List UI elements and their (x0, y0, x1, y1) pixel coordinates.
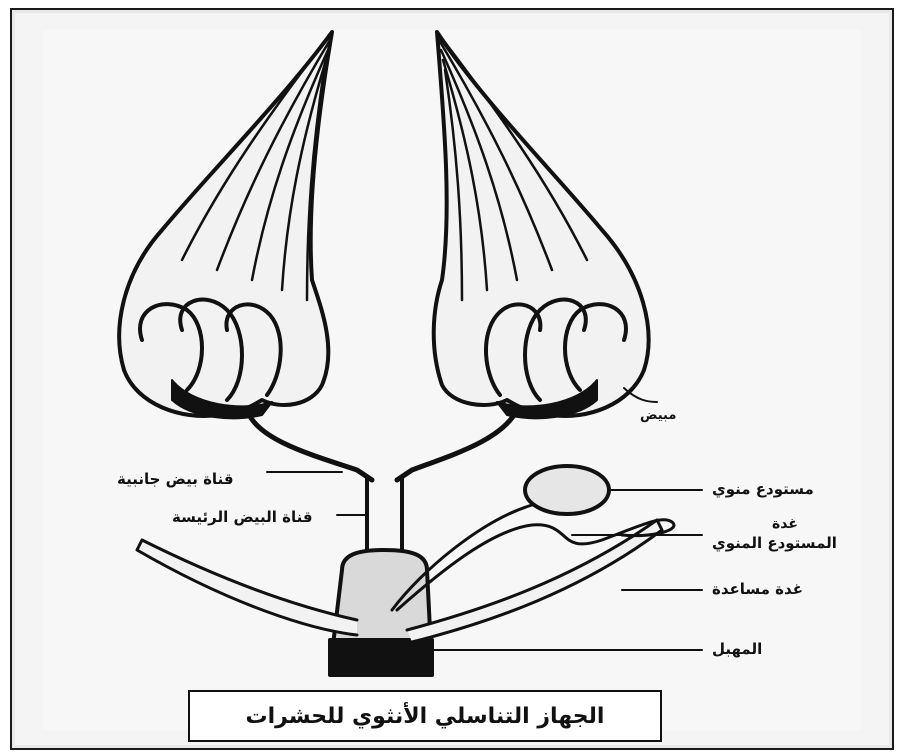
right-lateral-oviduct (397, 410, 517, 480)
label-spermathecal-gland-line2: المستودع المنوي (712, 534, 837, 552)
label-vagina: المهبل (712, 640, 762, 658)
right-ovary (434, 32, 649, 416)
figure-frame: مبيض قناة بيض جانبية قناة البيض الرئيسة … (10, 8, 894, 750)
label-spermatheca: مستودع منوي (712, 480, 814, 498)
accessory-gland (407, 520, 662, 642)
reproductive-system-drawing (12, 10, 892, 748)
left-accessory-tube (137, 540, 357, 635)
label-lateral-oviduct: قناة بيض جانبية (117, 470, 234, 488)
spermatheca (525, 466, 609, 514)
caption-box: الجهاز التناسلي الأنثوي للحشرات (188, 690, 662, 742)
label-common-oviduct: قناة البيض الرئيسة (172, 508, 313, 526)
figure-caption: الجهاز التناسلي الأنثوي للحشرات (246, 704, 605, 729)
label-ovary: مبيض (640, 408, 676, 423)
label-spermathecal-gland-line1: غدة (772, 516, 798, 532)
common-oviduct (367, 478, 402, 558)
left-lateral-oviduct (247, 410, 372, 480)
label-accessory-gland: غدة مساعدة (712, 580, 803, 598)
